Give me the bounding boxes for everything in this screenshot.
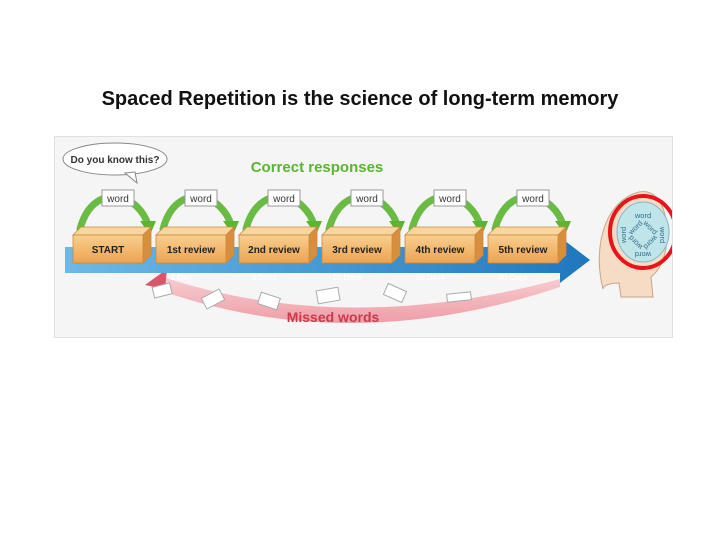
box-top xyxy=(487,226,567,236)
review-box-label: 3rd review xyxy=(332,245,382,256)
missed-card xyxy=(382,282,408,304)
word-card-text: word xyxy=(438,194,461,205)
highlight-ring xyxy=(608,194,672,270)
missed-card xyxy=(151,282,173,299)
question-text: Do you know this? xyxy=(71,155,160,166)
word-card-text: word xyxy=(189,194,212,205)
missed-words-label: Missed words xyxy=(287,309,380,325)
slide-title: Spaced Repetition is the science of long… xyxy=(101,88,619,110)
word-card-text: word xyxy=(106,194,129,205)
correct-responses-label: Correct responses xyxy=(251,159,384,176)
review-box xyxy=(72,234,144,264)
review-box-label: 1st review xyxy=(167,245,216,256)
missed-card xyxy=(200,288,226,310)
head-word: word xyxy=(658,226,667,243)
review-box xyxy=(404,234,476,264)
review-box-label: START xyxy=(92,245,125,256)
box-top xyxy=(238,226,318,236)
head-word: word xyxy=(619,227,628,244)
interval-label: 1 Day xyxy=(171,273,192,282)
review-box xyxy=(321,234,393,264)
missed-card xyxy=(257,291,281,311)
spaced-repetition-diagram: Do you know this? Correct responses Miss… xyxy=(54,136,673,338)
box-top xyxy=(321,226,401,236)
head-word: word xyxy=(634,211,651,220)
question-bubble: Do you know this? xyxy=(62,142,168,185)
review-box xyxy=(238,234,310,264)
review-box-label: 2nd review xyxy=(248,245,300,256)
review-box-label: 4th review xyxy=(416,245,465,256)
word-card xyxy=(433,189,467,207)
missed-card xyxy=(315,286,341,305)
box-top xyxy=(404,226,484,236)
review-box xyxy=(487,234,559,264)
word-card xyxy=(267,189,301,207)
missed-word-cards xyxy=(151,282,472,311)
box-top xyxy=(72,226,152,236)
word-card-text: word xyxy=(355,194,378,205)
review-box-label: 5th review xyxy=(499,245,548,256)
interval-label: 90 Days xyxy=(498,273,527,282)
word-card xyxy=(350,189,384,207)
missed-words-arc xyxy=(151,277,560,323)
review-box xyxy=(155,234,227,264)
word-card xyxy=(516,189,550,207)
interval-label: 10 Days xyxy=(332,273,361,282)
box-top xyxy=(155,226,235,236)
missed-card xyxy=(446,291,472,303)
word-card-text: word xyxy=(521,194,544,205)
word-card xyxy=(184,189,218,207)
diagram-canvas: Do you know this? Correct responses Miss… xyxy=(62,142,672,325)
missed-arrowhead xyxy=(145,269,167,289)
interval-label: 30 Days xyxy=(415,273,444,282)
word-card xyxy=(101,189,135,207)
head-word: word xyxy=(635,250,652,259)
word-card-text: word xyxy=(272,194,295,205)
interval-label: 3 Days xyxy=(252,273,277,282)
